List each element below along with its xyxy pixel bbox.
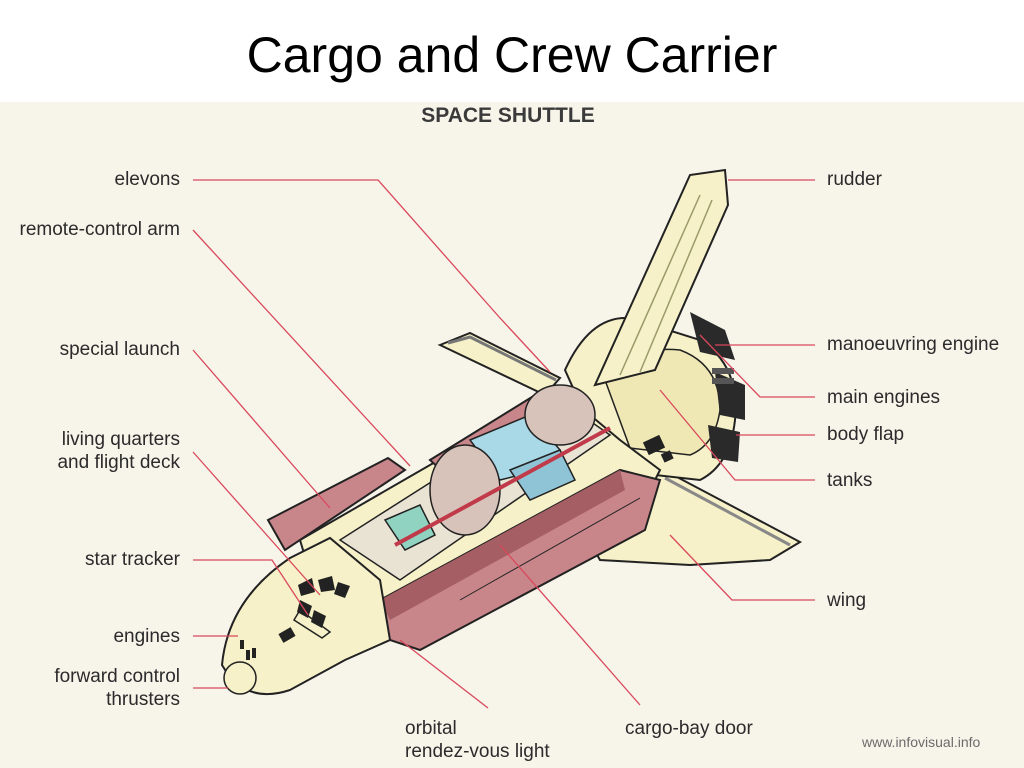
label-body-flap: body flap: [827, 424, 905, 445]
label-living-quarters: living quarters: [61, 429, 180, 450]
label-thrusters: thrusters: [106, 689, 180, 710]
label-engines: engines: [113, 626, 180, 647]
label-tanks: tanks: [827, 470, 873, 491]
label-rudder: rudder: [827, 169, 882, 190]
cockpit-windows: [297, 576, 350, 628]
label-wing: wing: [827, 590, 867, 611]
label-special-launch: special launch: [59, 339, 180, 360]
label-manoeuvring-engine: manoeuvring engine: [827, 334, 1000, 355]
label-flight-deck: and flight deck: [57, 452, 180, 473]
main-engine-nozzles: [690, 312, 745, 462]
upper-wing: [437, 331, 562, 397]
watermark: www.infovisual.info: [862, 734, 981, 750]
label-remote-control-arm: remote-control arm: [19, 219, 181, 240]
special-launch-module: [383, 504, 437, 551]
label-elevons: elevons: [114, 169, 181, 190]
label-rendezvous-light: rendez-vous light: [405, 741, 550, 762]
diagram-heading: SPACE SHUTTLE: [421, 104, 595, 127]
upper-cargo-door: [266, 456, 407, 552]
remote-control-arm: [394, 426, 611, 547]
slide-title: Cargo and Crew Carrier: [246, 27, 778, 83]
label-cargo-bay-door: cargo-bay door: [625, 718, 753, 739]
leader-lines: [192, 179, 815, 709]
label-orbital: orbital: [405, 718, 457, 739]
rudder: [593, 168, 730, 387]
label-main-engines: main engines: [827, 387, 941, 408]
label-star-tracker: star tracker: [84, 549, 180, 570]
label-forward-control: forward control: [54, 666, 180, 687]
